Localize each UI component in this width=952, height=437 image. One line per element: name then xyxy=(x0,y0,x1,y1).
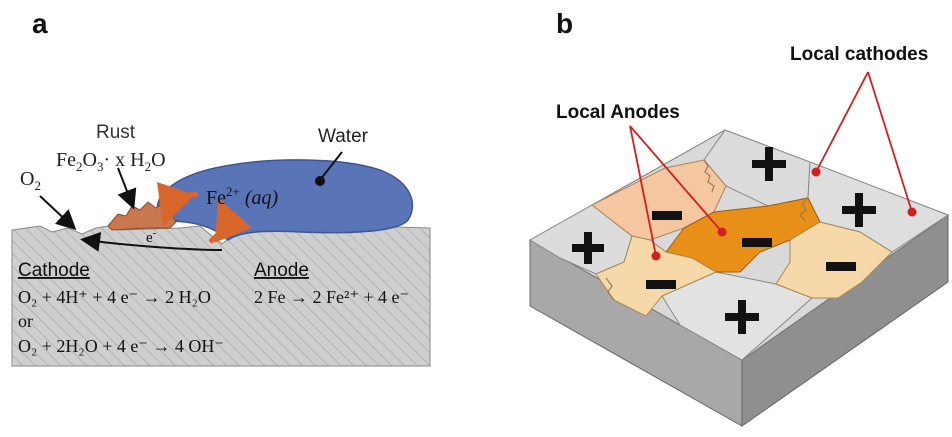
electron-label: e- xyxy=(146,227,157,246)
local-cathodes-pointers xyxy=(815,71,913,213)
panel-a: Rust Fe2O3· x H2O O2 Water Fe2+ (aq) e- … xyxy=(11,122,431,367)
plus-sign-top xyxy=(752,147,786,181)
local-anodes-label: Local Anodes xyxy=(556,102,680,123)
cathode-point-top xyxy=(811,167,821,177)
cathode-equation-2: O₂ + 2H₂O + 4 e⁻ → 4 OH⁻ xyxy=(18,336,224,356)
minus-sign-peach xyxy=(652,211,682,220)
local-cathodes-label: Local cathodes xyxy=(790,44,928,65)
fe-ion-arrow-up xyxy=(208,198,252,244)
panel-a-label: a xyxy=(32,8,48,39)
water-dot xyxy=(315,176,325,186)
fe-ion-label: Fe2+ (aq) xyxy=(206,184,279,209)
rough-edge-3 xyxy=(605,277,615,301)
minus-sign-right xyxy=(826,262,856,271)
cathode-title: Cathode xyxy=(18,260,90,281)
anode-tile-right xyxy=(775,221,893,299)
fe-ion-arrow-over xyxy=(156,181,199,227)
plus-sign-front xyxy=(725,300,759,334)
rust-formula: Fe2O3· x H2O xyxy=(56,149,166,174)
rust-label: Rust xyxy=(96,122,136,143)
water-label: Water xyxy=(318,126,369,147)
rust-pointer xyxy=(117,167,137,210)
anode-point-center xyxy=(717,227,727,237)
cathode-or: or xyxy=(18,311,33,331)
cathode-point-right xyxy=(907,207,917,217)
anode-tile-left xyxy=(595,235,718,317)
panel-b-label: b xyxy=(556,8,574,39)
minus-sign-left xyxy=(646,280,676,289)
oxygen-pointer xyxy=(39,195,77,231)
anode-equation: 2 Fe → 2 Fe²⁺ + 4 e⁻ xyxy=(254,287,409,307)
rough-edge-2 xyxy=(799,197,809,222)
cathode-equation-1: O₂ + 4H⁺ + 4 e⁻ → 2 H₂O xyxy=(18,287,211,307)
anode-title: Anode xyxy=(254,260,309,281)
plus-sign-right xyxy=(842,193,876,227)
oxygen-label: O2 xyxy=(20,168,41,193)
plus-sign-left xyxy=(572,232,604,264)
panel-b: Local Anodes Local cathodes xyxy=(528,44,950,427)
anode-point-left xyxy=(651,251,661,261)
minus-sign-orange xyxy=(742,238,772,247)
local-anodes-pointers xyxy=(629,125,723,257)
electron-flow-arrow xyxy=(80,231,223,252)
rough-edge-1 xyxy=(703,159,715,193)
water-pointer xyxy=(319,151,343,181)
